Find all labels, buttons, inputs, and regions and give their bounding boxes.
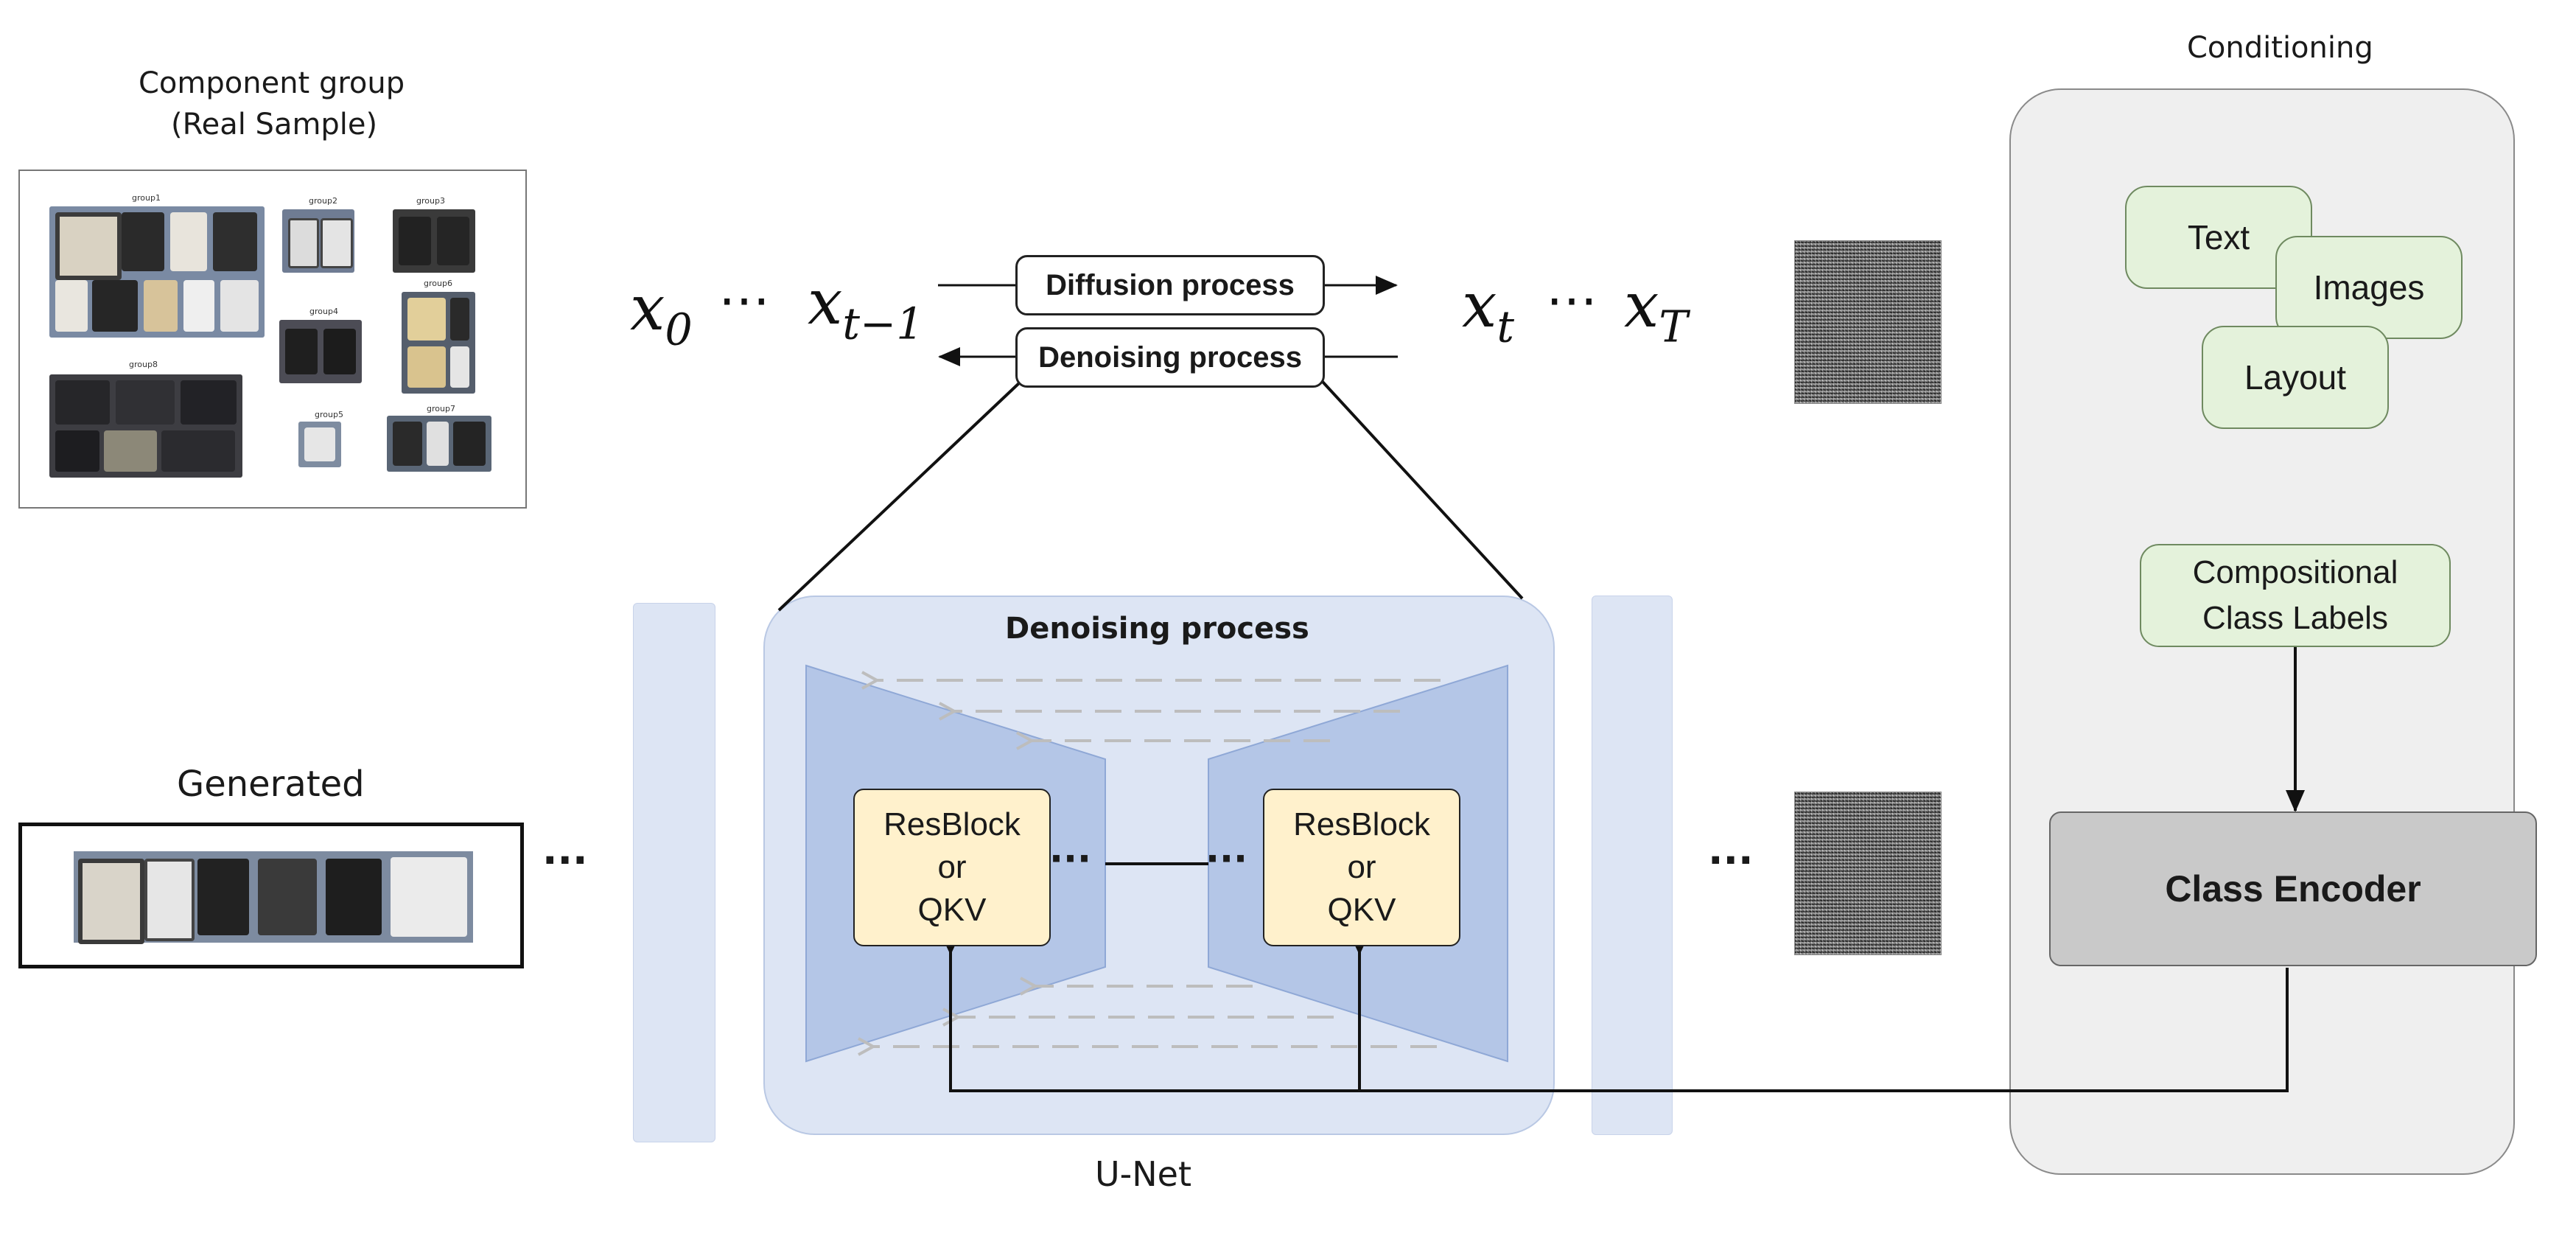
ellipsis-left: ··· bbox=[542, 837, 588, 884]
noise-image-top bbox=[1794, 240, 1942, 404]
group4-image bbox=[279, 320, 362, 383]
group-label: group6 bbox=[424, 279, 452, 288]
resblock-right: ResBlock or QKV bbox=[1263, 789, 1460, 946]
group-label: group1 bbox=[132, 193, 161, 203]
resblock-left-line3: QKV bbox=[917, 892, 987, 928]
x0-label: x0 bbox=[630, 272, 693, 355]
group-label: group2 bbox=[309, 196, 337, 206]
group6-image bbox=[402, 292, 475, 394]
compositional-class-labels: Compositional Class Labels bbox=[2140, 544, 2451, 647]
real-sample-image: group1 group2 group3 group4 group6 group… bbox=[18, 170, 527, 509]
left-chain-ellipsis: ⋯ bbox=[718, 270, 770, 330]
group-label: group3 bbox=[416, 196, 445, 206]
xT-label: xT bbox=[1624, 269, 1688, 352]
group1-image bbox=[49, 206, 265, 338]
group-label: group7 bbox=[427, 404, 455, 413]
resblock-left-line1: ResBlock bbox=[883, 806, 1021, 842]
ellipsis-right: ··· bbox=[1708, 837, 1754, 884]
group2-image bbox=[282, 209, 354, 273]
left-latent-bar bbox=[633, 603, 715, 1142]
denoising-process-box: Denoising process bbox=[1015, 327, 1325, 388]
sample-title-line2: (Real Sample) bbox=[171, 108, 378, 142]
resblock-left: ResBlock or QKV bbox=[853, 789, 1051, 946]
generated-frame bbox=[18, 823, 524, 968]
right-latent-bar bbox=[1592, 596, 1673, 1135]
group3-image bbox=[393, 209, 475, 273]
group5-image bbox=[298, 422, 341, 467]
group-label: group4 bbox=[309, 307, 338, 316]
xt-minus-1-label: xt−1 bbox=[808, 266, 924, 349]
unet-dots-left: ··· bbox=[1049, 837, 1091, 880]
unet-denoising-title: Denoising process bbox=[1005, 612, 1309, 646]
conditioning-path bbox=[951, 951, 2289, 1092]
unet-label: U-Net bbox=[1095, 1154, 1192, 1194]
labels-line1: Compositional bbox=[2192, 554, 2398, 590]
unet-dots-right: ··· bbox=[1205, 837, 1247, 880]
xt-label: xt bbox=[1462, 269, 1515, 352]
group-label: group5 bbox=[315, 410, 343, 419]
right-chain-ellipsis: ⋯ bbox=[1546, 270, 1597, 330]
resblock-right-line2: or bbox=[1347, 849, 1376, 885]
generated-strip-image bbox=[74, 851, 473, 944]
generated-title: Generated bbox=[177, 764, 365, 805]
sample-title-line1: Component group bbox=[139, 66, 405, 100]
diffusion-process-box: Diffusion process bbox=[1015, 255, 1325, 315]
group8-image bbox=[49, 374, 242, 478]
noise-image-bottom bbox=[1794, 792, 1942, 955]
layout-condition: Layout bbox=[2202, 326, 2389, 429]
labels-line2: Class Labels bbox=[2202, 600, 2388, 636]
conditioning-title: Conditioning bbox=[2187, 31, 2373, 65]
images-condition: Images bbox=[2275, 236, 2463, 339]
resblock-left-line2: or bbox=[937, 849, 967, 885]
class-encoder: Class Encoder bbox=[2049, 811, 2537, 966]
resblock-right-line1: ResBlock bbox=[1293, 806, 1430, 842]
group7-image bbox=[387, 416, 491, 472]
zoom-line-right bbox=[1321, 380, 1524, 600]
group-label: group8 bbox=[129, 360, 158, 369]
resblock-right-line3: QKV bbox=[1327, 892, 1396, 928]
zoom-line-left bbox=[777, 380, 1022, 612]
